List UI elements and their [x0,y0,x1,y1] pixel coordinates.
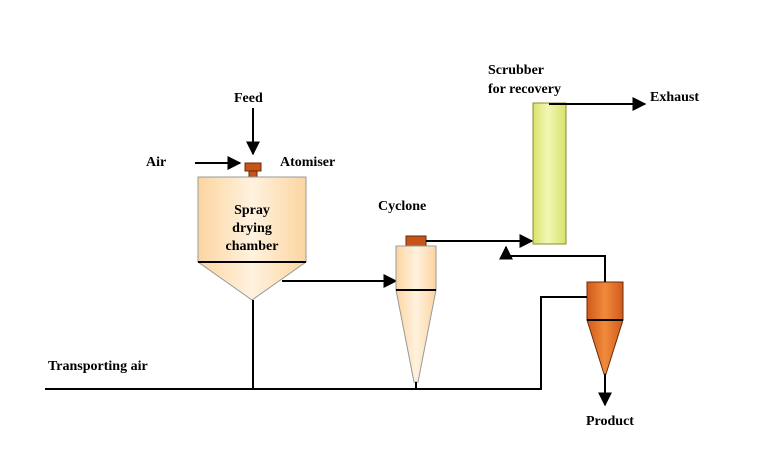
cyclone-icon [395,235,437,383]
cyclone-label: Cyclone [378,199,426,214]
scrubber-label-line1: Scrubber [488,63,544,78]
feed-label: Feed [234,91,263,106]
scrubber-icon [532,102,567,245]
chamber-label-line2: drying [232,221,272,236]
product-cyclone-return-line [499,245,606,282]
air-label: Air [146,155,166,170]
spray-drying-chamber-icon [196,176,308,301]
product-label: Product [586,414,634,429]
atomiser-icon [244,162,262,178]
transporting-air-line [45,296,587,390]
transporting-air-label: Transporting air [48,359,148,374]
exhaust-arrow [549,97,647,111]
scrubber-label-line2: for recovery [488,82,561,97]
chamber-label-line1: Spray [234,203,270,218]
chamber-label-line3: chamber [226,239,279,254]
exhaust-label: Exhaust [650,90,699,105]
product-cyclone-icon [586,281,624,375]
atomiser-label: Atomiser [280,155,335,170]
